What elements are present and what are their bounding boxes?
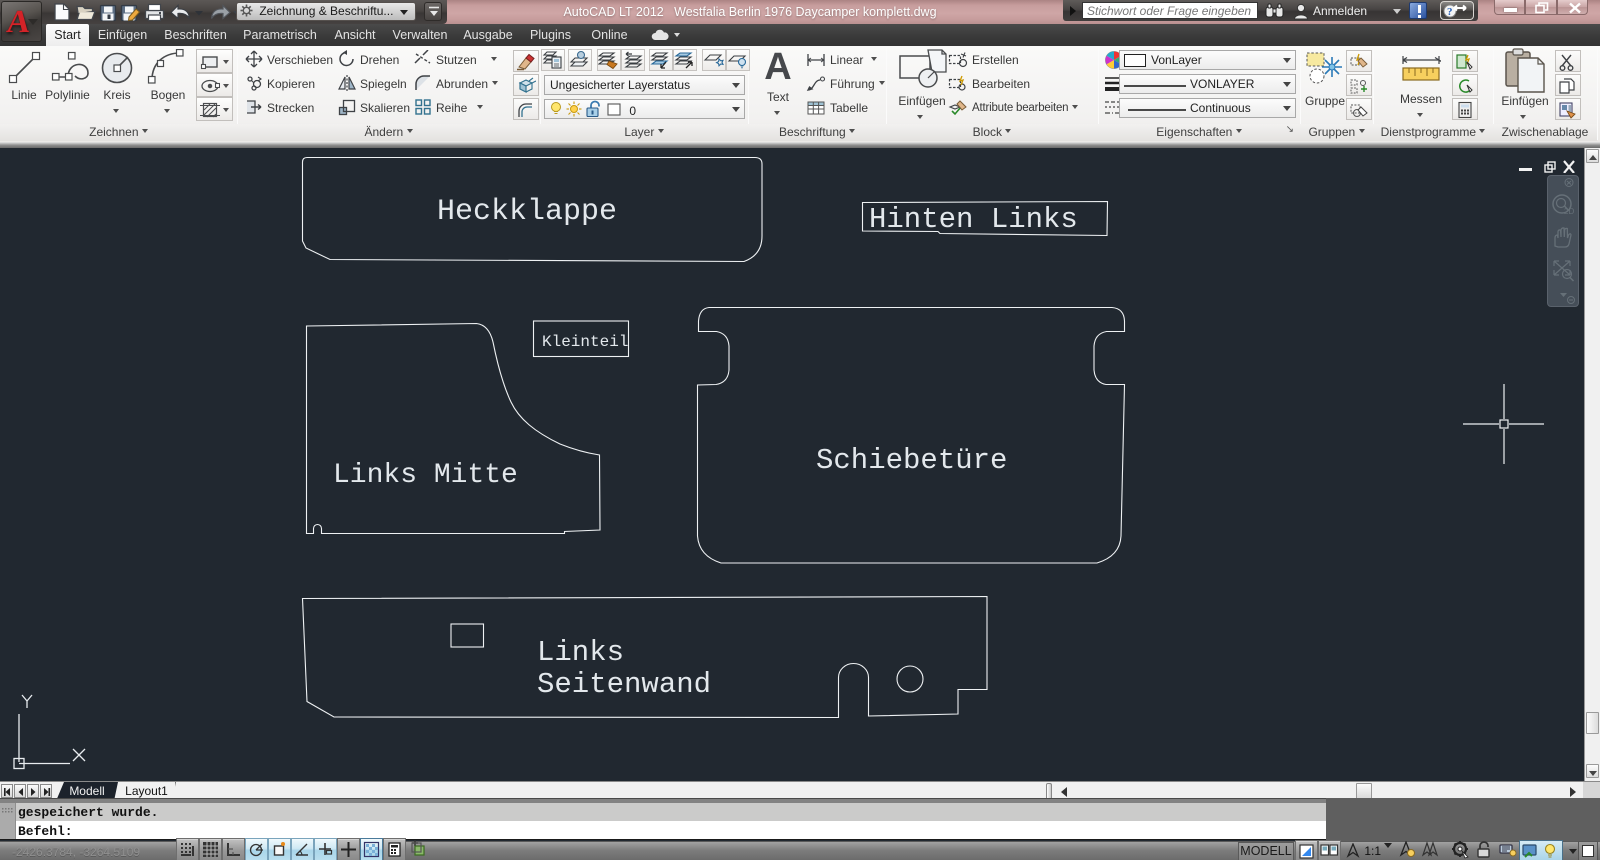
svg-text:Seitenwand: Seitenwand (537, 668, 711, 701)
svg-text:?: ? (1447, 6, 1453, 18)
svg-text:Heckklappe: Heckklappe (437, 195, 617, 229)
svg-text:Links Mitte: Links Mitte (333, 460, 518, 491)
svg-text:Kleinteil: Kleinteil (542, 333, 628, 351)
svg-text:Links: Links (537, 636, 624, 669)
svg-text:Schiebetüre: Schiebetüre (816, 444, 1007, 477)
svg-text:2D: 2D (1564, 207, 1574, 216)
svg-text:Hinten Links: Hinten Links (869, 203, 1078, 236)
